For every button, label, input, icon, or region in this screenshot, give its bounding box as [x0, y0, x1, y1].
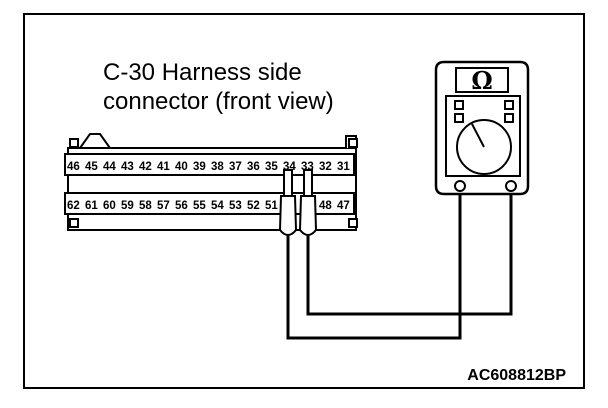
- probe-1: [278, 169, 298, 236]
- pin-label-45: 45: [85, 161, 98, 173]
- pin-label-46: 46: [67, 161, 80, 173]
- test-lead-wire-2: [306, 188, 513, 316]
- pin-label-44: 44: [103, 161, 116, 173]
- pin-label-42: 42: [139, 161, 152, 173]
- probe-1-tip: [283, 169, 293, 197]
- ohm-symbol: Ω: [471, 66, 492, 95]
- mount-hole-top-right: [348, 138, 358, 148]
- pin-label-54: 54: [211, 200, 224, 212]
- pin-label-58: 58: [139, 200, 152, 212]
- meter-switch-3: [504, 100, 514, 110]
- mount-hole-bottom-left: [69, 218, 79, 228]
- pin-label-56: 56: [175, 200, 188, 212]
- pin-row-top: [64, 153, 355, 176]
- pin-label-57: 57: [157, 200, 170, 212]
- figure-frame: [23, 13, 585, 389]
- pin-labels-bottom: 62 61 60 59 58 57 56 55 54 53 52 51 48 47: [67, 200, 350, 212]
- pin-label-47: 47: [337, 200, 350, 212]
- pin-label-31: 31: [337, 161, 350, 173]
- test-lead-wire-1: [286, 188, 462, 340]
- dial-pointer: [471, 123, 485, 148]
- title-line-2: connector (front view): [103, 88, 334, 115]
- pin-label-35: 35: [265, 161, 278, 173]
- pin-label-59: 59: [121, 200, 134, 212]
- pin-label-51: 51: [265, 200, 278, 212]
- pin-label-43: 43: [121, 161, 134, 173]
- probe-2-tip: [303, 169, 313, 197]
- meter-switch-4: [504, 113, 514, 123]
- pin-label-52: 52: [247, 200, 260, 212]
- pin-label-38: 38: [211, 161, 224, 173]
- pin-label-53: 53: [229, 200, 242, 212]
- pin-label-37: 37: [229, 161, 242, 173]
- mount-hole-bottom-right: [348, 218, 358, 228]
- pin-label-32: 32: [319, 161, 332, 173]
- pin-label-62: 62: [67, 200, 80, 212]
- pin-label-36: 36: [247, 161, 260, 173]
- meter-switch-2: [454, 113, 464, 123]
- mount-hole-top-left: [69, 138, 79, 148]
- ohmmeter: Ω: [434, 60, 530, 196]
- title-line-1: C-30 Harness side: [103, 59, 302, 86]
- pin-label-61: 61: [85, 200, 98, 212]
- pin-label-40: 40: [175, 161, 188, 173]
- meter-terminal-left: [454, 180, 466, 192]
- meter-switch-1: [454, 100, 464, 110]
- probe-2: [298, 169, 318, 236]
- pin-label-55: 55: [193, 200, 206, 212]
- probe-2-handle: [298, 195, 318, 236]
- meter-terminal-right: [505, 180, 517, 192]
- pin-label-41: 41: [157, 161, 170, 173]
- probe-1-handle: [278, 195, 298, 236]
- pin-label-60: 60: [103, 200, 116, 212]
- connector-latch-left: [78, 133, 112, 149]
- figure-code: AC608812BP: [467, 367, 566, 384]
- meter-display: [455, 67, 509, 93]
- pin-label-48: 48: [319, 200, 332, 212]
- pin-label-39: 39: [193, 161, 206, 173]
